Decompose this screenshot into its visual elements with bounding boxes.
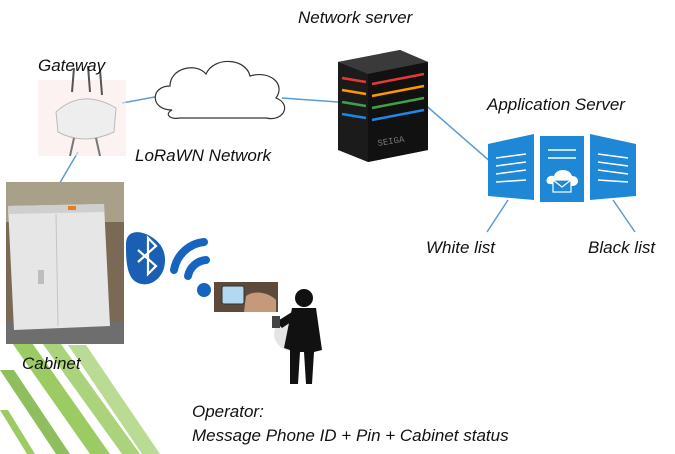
link-gateway-cloud	[121, 95, 161, 104]
phone-icon	[214, 282, 278, 312]
wifi-icon	[170, 238, 211, 297]
app-server-icon	[488, 134, 636, 202]
server-icon: SEIGA	[338, 50, 428, 162]
cloud-icon	[154, 60, 286, 120]
label-white-list: White list	[426, 238, 495, 257]
link-gateway-cabinet	[57, 151, 79, 187]
label-cabinet: Cabinet	[22, 354, 81, 373]
gateway-icon	[38, 65, 126, 157]
server-brand: SEIGA	[377, 135, 406, 149]
label-operator-message: Message Phone ID + Pin + Cabinet status	[192, 426, 509, 445]
link-server-app	[421, 101, 501, 171]
label-operator: Operator:	[192, 402, 264, 421]
bluetooth-icon	[126, 232, 166, 285]
operator-icon	[272, 289, 322, 384]
label-lorawan-network: LoRaWN Network	[135, 146, 272, 165]
label-application-server: Application Server	[487, 95, 625, 114]
connections	[57, 95, 636, 233]
link-app-whitelist	[486, 199, 509, 233]
label-network-server: Network server	[298, 8, 413, 27]
label-gateway: Gateway	[38, 56, 106, 75]
link-cloud-server	[281, 97, 339, 103]
green-stripes-decoration	[0, 340, 160, 454]
cabinet-icon	[6, 182, 124, 344]
link-app-blacklist	[612, 199, 636, 233]
label-black-list: Black list	[588, 238, 656, 257]
